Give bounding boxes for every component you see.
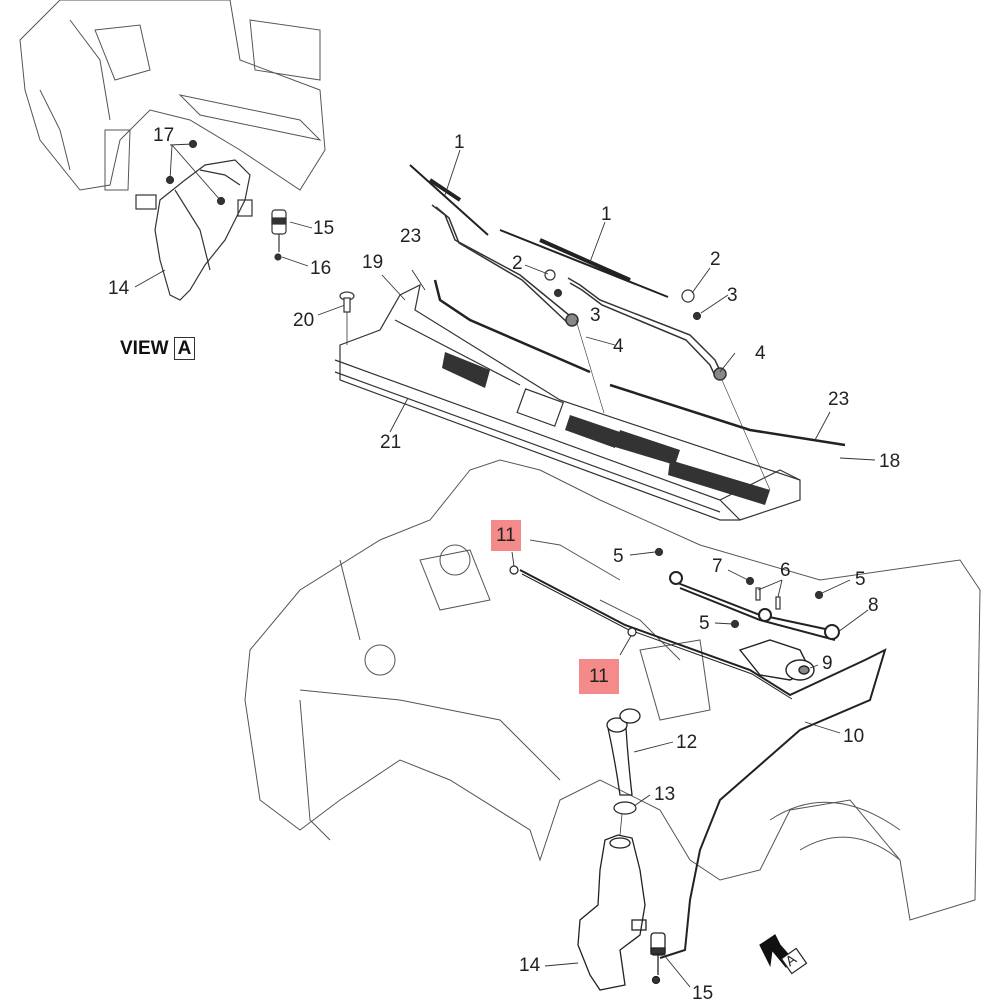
callout-11-highlighted[interactable]: 11 bbox=[491, 520, 521, 551]
callout-16[interactable]: 16 bbox=[310, 258, 332, 279]
callout-1[interactable]: 1 bbox=[454, 132, 465, 153]
bolt-5-c bbox=[814, 590, 824, 600]
callout-15[interactable]: 15 bbox=[692, 983, 714, 1004]
callout-5[interactable]: 5 bbox=[855, 569, 866, 590]
vehicle-body-structure bbox=[244, 459, 981, 921]
cowl-screens bbox=[442, 352, 770, 505]
callout-7[interactable]: 7 bbox=[712, 556, 723, 577]
grommet-13 bbox=[613, 801, 637, 815]
nut-7 bbox=[745, 576, 755, 586]
callout-2[interactable]: 2 bbox=[512, 253, 523, 274]
inset-reservoir bbox=[135, 159, 253, 301]
wiper-blade-left bbox=[409, 164, 489, 236]
washer-hose-10 bbox=[519, 569, 887, 959]
callout-13[interactable]: 13 bbox=[654, 784, 676, 805]
callout-23[interactable]: 23 bbox=[828, 389, 850, 410]
bolt-5-a bbox=[654, 547, 664, 557]
callout-19[interactable]: 19 bbox=[362, 252, 384, 273]
wiper-arm-right bbox=[567, 277, 727, 381]
view-a-arrow bbox=[759, 934, 808, 975]
pivot-6-b bbox=[775, 596, 781, 610]
callout-8[interactable]: 8 bbox=[868, 595, 879, 616]
cowl-panel bbox=[334, 283, 801, 521]
callout-10[interactable]: 10 bbox=[843, 726, 865, 747]
callout-14[interactable]: 14 bbox=[108, 278, 130, 299]
washer-nozzle-11-left bbox=[509, 565, 519, 575]
nut-3-right bbox=[692, 311, 702, 321]
cap-2-left bbox=[544, 269, 556, 281]
callout-9[interactable]: 9 bbox=[822, 653, 833, 674]
view-label-letter: A bbox=[173, 337, 196, 360]
view-a-label: VIEW A bbox=[120, 337, 196, 360]
callout-1[interactable]: 1 bbox=[601, 204, 612, 225]
callout-4[interactable]: 4 bbox=[755, 343, 766, 364]
callout-23[interactable]: 23 bbox=[400, 226, 422, 247]
callout-5[interactable]: 5 bbox=[699, 613, 710, 634]
wiper-arm-left bbox=[431, 204, 579, 327]
callout-12[interactable]: 12 bbox=[676, 732, 698, 753]
filler-neck-12 bbox=[606, 708, 641, 796]
callout-3[interactable]: 3 bbox=[590, 305, 601, 326]
washer-nozzle-11-right bbox=[627, 627, 637, 637]
inset-pump bbox=[271, 209, 287, 261]
push-pin-20 bbox=[339, 291, 355, 345]
pivot-6-a bbox=[755, 587, 761, 601]
wiper-motor-9 bbox=[738, 639, 815, 681]
inset-leaders bbox=[134, 143, 346, 316]
callout-17[interactable]: 17 bbox=[153, 125, 175, 146]
callout-15[interactable]: 15 bbox=[313, 218, 335, 239]
wiper-blade-right bbox=[499, 229, 669, 298]
callout-4[interactable]: 4 bbox=[613, 336, 624, 357]
main-leaders bbox=[381, 149, 876, 988]
callout-11-highlighted[interactable]: 11 bbox=[579, 659, 619, 694]
callout-6[interactable]: 6 bbox=[780, 560, 791, 581]
washer-pump-15 bbox=[650, 932, 666, 985]
callout-3[interactable]: 3 bbox=[727, 285, 738, 306]
windshield-seal-left bbox=[433, 279, 591, 374]
windshield-seal-right bbox=[609, 383, 846, 447]
callout-2[interactable]: 2 bbox=[710, 249, 721, 270]
washer-hose-10-inner bbox=[521, 573, 793, 700]
cap-2-right bbox=[681, 289, 695, 303]
callout-20[interactable]: 20 bbox=[293, 310, 315, 331]
inset-body-structure bbox=[19, 0, 326, 191]
callout-5[interactable]: 5 bbox=[613, 546, 624, 567]
wiper-linkage-8 bbox=[669, 571, 840, 641]
grommet-leader bbox=[619, 813, 623, 836]
callout-18[interactable]: 18 bbox=[879, 451, 901, 472]
washer-reservoir-14 bbox=[577, 834, 647, 991]
nut-3-left bbox=[553, 288, 563, 298]
callout-21[interactable]: 21 bbox=[380, 432, 402, 453]
view-label-text: VIEW bbox=[120, 337, 169, 359]
callout-14[interactable]: 14 bbox=[519, 955, 541, 976]
